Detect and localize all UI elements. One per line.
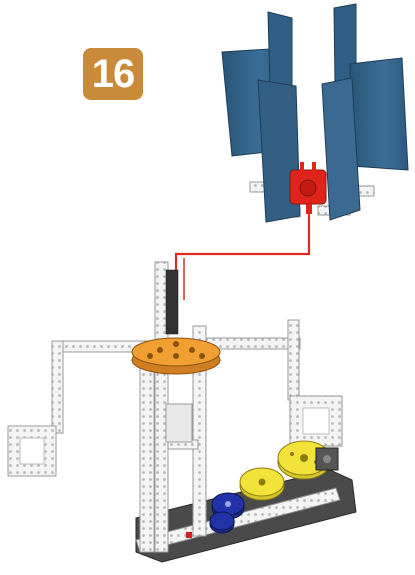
tower-post-front — [140, 356, 154, 552]
tower-connector-block — [166, 404, 192, 442]
generator-tower-assembly — [8, 262, 356, 562]
rotor-hub-pin-top-2 — [312, 162, 316, 176]
rotor-hub-axle — [300, 180, 316, 196]
orange-turntable — [132, 338, 220, 374]
wind-turbine-rotor — [222, 4, 408, 222]
right-arm-post — [288, 320, 299, 400]
generator-motor-shaft — [323, 455, 331, 463]
right-frame-square — [290, 396, 342, 446]
base-red-peg — [186, 532, 192, 538]
turbine-blade-4 — [350, 58, 408, 170]
left-frame-square — [8, 426, 56, 476]
left-arm-post — [52, 341, 63, 433]
blue-gear-2 — [210, 512, 234, 533]
tower-axle — [166, 270, 178, 334]
connection-wire — [176, 212, 309, 330]
rotor-hub-pin-top — [300, 162, 304, 176]
yellow-gear-small — [240, 468, 284, 500]
